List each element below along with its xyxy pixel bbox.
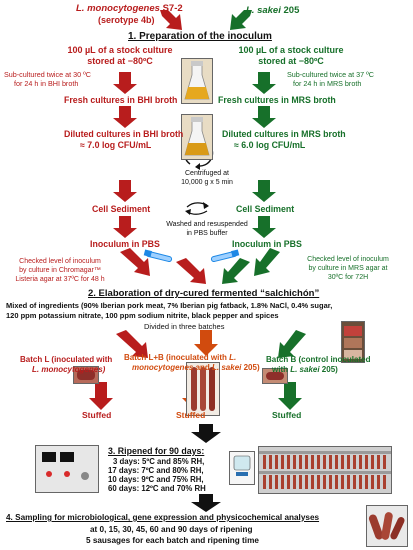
lm-diluted-line1: Diluted cultures in BHI broth bbox=[64, 129, 184, 139]
step3-title: 3. Ripened for 90 days: bbox=[108, 446, 205, 456]
ls-check-line2: by culture in MRS agar at bbox=[308, 265, 388, 272]
sausages-photo bbox=[186, 362, 220, 416]
sample-photo bbox=[366, 505, 408, 547]
stuffing-photo-l bbox=[73, 366, 99, 384]
ripening-room-photo bbox=[258, 446, 392, 494]
ripening-stage-4: 60 days: 12ºC and 70% RH bbox=[108, 484, 206, 493]
batch-lls-line2: monocytogenes and L. sakei 205) bbox=[132, 363, 260, 372]
arrow-right-3 bbox=[252, 180, 276, 202]
lm-check-line3: Listeria agar at 37ºC for 48 h bbox=[15, 276, 105, 283]
tube-right-icon bbox=[210, 249, 240, 263]
batch-lls-text-e: L. sakei bbox=[212, 363, 242, 372]
batch-lls-text-b: L. bbox=[229, 353, 237, 362]
batch-b-line1: Batch B (control inoculated bbox=[266, 355, 371, 364]
flask-photo-1 bbox=[181, 58, 213, 104]
ls-stock-line2: stored at −80ºC bbox=[258, 56, 324, 66]
lm-cell-sediment: Cell Sediment bbox=[92, 204, 151, 214]
lm-subculture-line2: for 24 h in BHI broth bbox=[14, 79, 79, 88]
lm-name: L. monocytogenes bbox=[76, 3, 160, 14]
ripening-stage-1: 3 days: 5ºC and 85% RH, bbox=[113, 457, 205, 466]
arrow-lm-to-step2 bbox=[176, 258, 206, 284]
batch-b-line2: with L. sakei 205) bbox=[272, 365, 338, 374]
ls-check-line1: Checked level of inoculum bbox=[307, 256, 389, 263]
flask-photo-2 bbox=[181, 114, 213, 160]
batch-l-line1: Batch L (inoculated with bbox=[20, 355, 113, 364]
batch-b-text-c: 205) bbox=[319, 365, 338, 374]
arrow-right-1 bbox=[252, 72, 276, 94]
ls-id: 205 bbox=[283, 5, 300, 16]
stuffed-l: Stuffed bbox=[82, 410, 112, 420]
arrow-batch-lls bbox=[194, 330, 218, 356]
stuffing-photo-b bbox=[262, 368, 288, 384]
ls-check-line3: 30ºC for 72H bbox=[327, 274, 369, 281]
arrow-batch-l bbox=[116, 330, 148, 358]
arrow-stuffed-l bbox=[89, 382, 113, 410]
ls-subculture-line2: for 24 h in MRS broth bbox=[293, 79, 362, 88]
arrow-right-4 bbox=[252, 216, 276, 238]
lm-stock-line2: stored at −80ºC bbox=[87, 56, 153, 66]
batch-lls-line1: Batch L+B (inoculated with L. bbox=[124, 353, 237, 362]
ls-diluted-line2: ≈ 6.0 log CFU/mL bbox=[234, 140, 306, 150]
arrow-left-diag bbox=[120, 248, 150, 276]
arrow-left-1 bbox=[113, 72, 137, 94]
ripening-stage-2: 17 days: 7ºC and 80% RH, bbox=[108, 466, 204, 475]
lm-stock-line1: 100 µL of a stock culture bbox=[67, 45, 173, 55]
arrow-stuffed-b bbox=[278, 382, 302, 410]
lm-serotype: (serotype 4b) bbox=[98, 15, 155, 25]
lm-strain-label: L. monocytogenes S7-2 bbox=[76, 4, 183, 14]
arrow-ls-entry bbox=[230, 10, 252, 30]
arrow-left-2 bbox=[113, 106, 137, 128]
batch-l-line2: L. monocytogenes) bbox=[32, 365, 106, 374]
batch-b-text-a: with bbox=[272, 365, 291, 374]
arrow-right-diag bbox=[254, 248, 280, 276]
centrifuge-line1: Centrifuged at bbox=[185, 170, 229, 177]
ls-diluted-line1: Diluted cultures in MRS broth bbox=[222, 129, 346, 139]
ingredients-line2: 120 ppm potassium nitrate, 100 ppm sodiu… bbox=[6, 311, 279, 320]
stuffed-b: Stuffed bbox=[272, 410, 302, 420]
step1-title: 1. Preparation of the inoculum bbox=[128, 31, 272, 42]
lm-check-line1: Checked level of inoculum bbox=[19, 258, 101, 265]
ls-stock-line1: 100 µL of a stock culture bbox=[238, 45, 344, 55]
lm-diluted-line2: ≈ 7.0 log CFU/mL bbox=[80, 140, 152, 150]
batch-lls-text-d: and bbox=[193, 363, 213, 372]
ls-subculture-line1: Sub-cultured twice at 37 ºC bbox=[287, 70, 374, 79]
lm-id: S7-2 bbox=[162, 3, 183, 14]
washed-line2: in PBS buffer bbox=[186, 230, 228, 237]
arrow-ls-to-step2 bbox=[222, 258, 250, 284]
chamber-panel-photo bbox=[35, 445, 99, 493]
ls-inoculum: Inoculum in PBS bbox=[232, 239, 302, 249]
datalogger-photo bbox=[229, 451, 255, 485]
batch-b-text-b: L. sakei bbox=[290, 365, 320, 374]
stuffed-lls: Stuffed bbox=[176, 410, 206, 420]
batch-lls-text-a: Batch L+B (inoculated with bbox=[124, 353, 230, 362]
ls-name: L. sakei bbox=[246, 5, 281, 16]
tube-left-icon bbox=[143, 249, 173, 263]
washed-line1: Washed and resuspended bbox=[166, 221, 248, 228]
arrow-left-4 bbox=[113, 216, 137, 238]
arrow-lm-entry bbox=[160, 10, 182, 30]
ripening-stage-3: 10 days: 9ºC and 75% RH, bbox=[108, 475, 204, 484]
lm-subculture-line1: Sub-cultured twice at 30 ºC bbox=[4, 70, 91, 79]
ls-cell-sediment: Cell Sediment bbox=[236, 204, 295, 214]
sampling-days: at 0, 15, 30, 45, 60 and 90 days of ripe… bbox=[90, 525, 253, 534]
arrow-right-2 bbox=[252, 106, 276, 128]
lm-check-line2: by culture in Chromagar™ bbox=[19, 267, 101, 274]
arrow-to-sampling bbox=[191, 494, 221, 512]
ingredients-line1: Mixed of ingredients (90% Iberian pork m… bbox=[6, 301, 333, 310]
ls-fresh-cultures: Fresh cultures in MRS broth bbox=[218, 95, 336, 105]
arrow-to-ripening bbox=[191, 424, 221, 443]
sampling-sausages: 5 sausages for each batch and ripening t… bbox=[86, 536, 259, 545]
ls-strain-label: L. sakei 205 bbox=[246, 6, 299, 16]
arrow-left-3 bbox=[113, 180, 137, 202]
batch-lls-text-f: 205) bbox=[241, 363, 260, 372]
step2-title: 2. Elaboration of dry-cured fermented “s… bbox=[88, 288, 320, 299]
lm-fresh-cultures: Fresh cultures in BHI broth bbox=[64, 95, 178, 105]
centrifuge-line2: 10,000 g x 5 min bbox=[181, 179, 233, 186]
ingredients-photo bbox=[341, 321, 365, 363]
divided-label: Divided in three batches bbox=[144, 322, 225, 331]
batch-lls-text-c: monocytogenes bbox=[132, 363, 194, 372]
arrow-batch-b bbox=[278, 330, 306, 358]
lm-inoculum: Inoculum in PBS bbox=[90, 239, 160, 249]
step4-title: 4. Sampling for microbiological, gene ex… bbox=[6, 513, 320, 522]
